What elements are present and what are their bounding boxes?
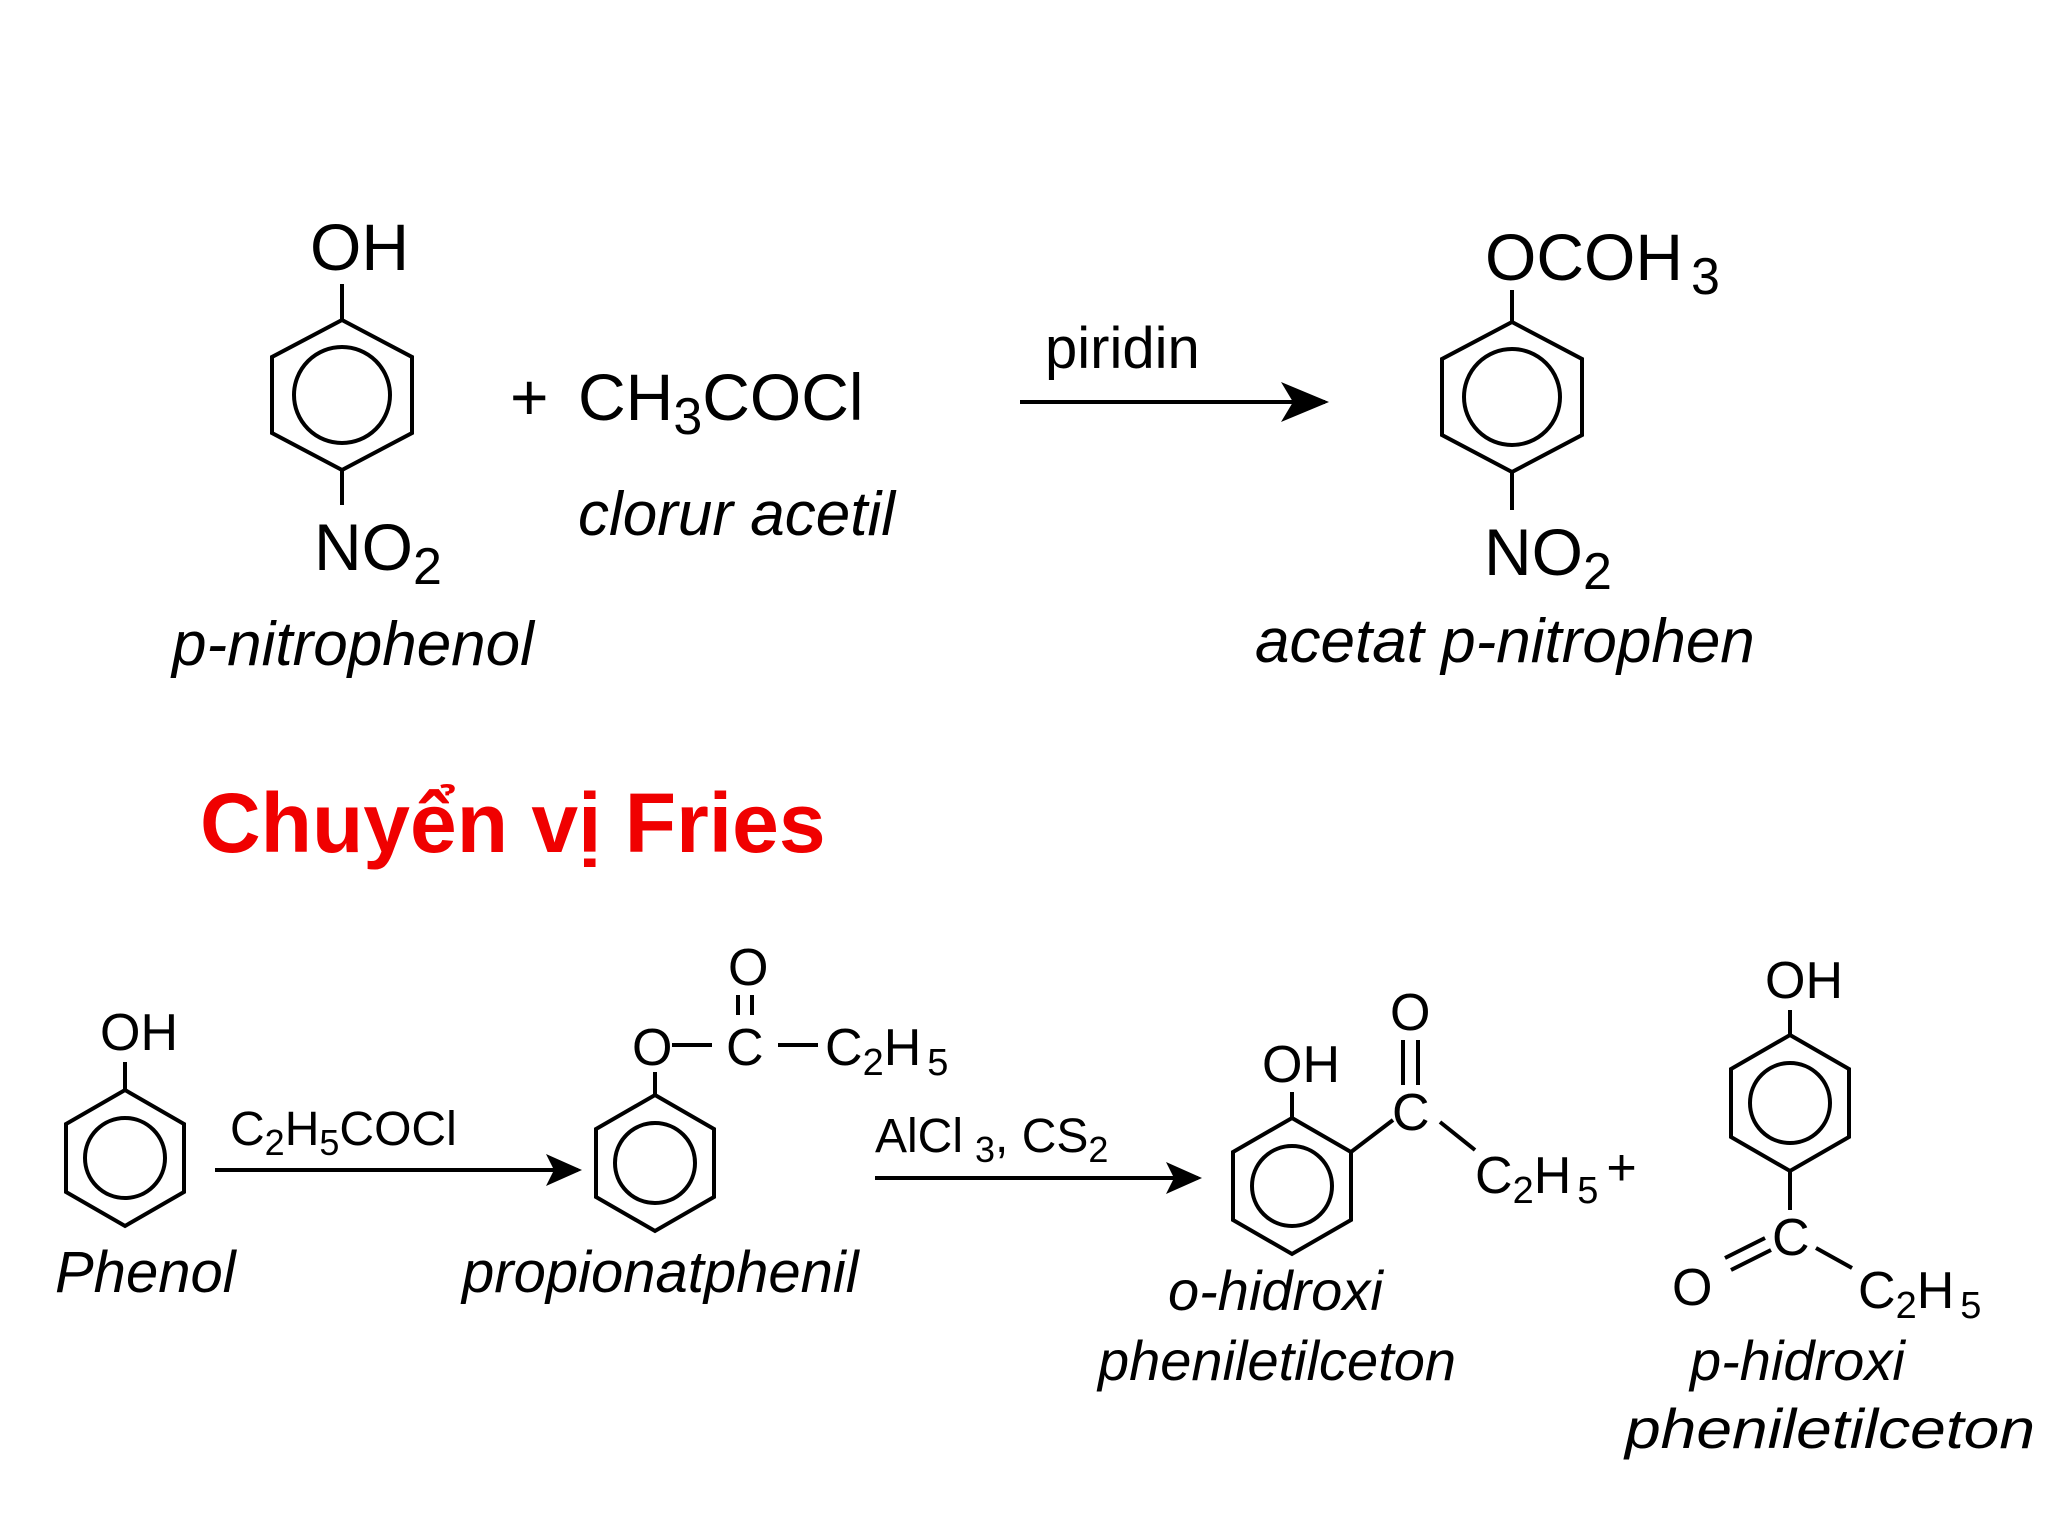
reagent1-h: H xyxy=(285,1103,320,1156)
para-aromatic-circle xyxy=(1748,1061,1832,1145)
reagent1-sub2: 5 xyxy=(319,1122,339,1163)
no2-sub: 2 xyxy=(413,538,442,596)
ococh3-sub: 3 xyxy=(1691,248,1720,306)
para-carbon: C xyxy=(1772,1209,1810,1267)
ortho-c-ethyl-bond xyxy=(1438,1120,1477,1152)
ester-label: propionatphenil xyxy=(460,1240,861,1305)
ortho-ring xyxy=(1231,1115,1353,1257)
aromatic-circle xyxy=(292,345,392,445)
para-ethyl-sub1: 2 xyxy=(1896,1285,1917,1327)
ester-aromatic-circle xyxy=(613,1121,697,1205)
ester-ethyl-sub1: 2 xyxy=(863,1042,884,1084)
formula-ch: CH xyxy=(578,360,673,434)
ester-ethyl-sub2: 5 xyxy=(927,1042,948,1084)
no2-group: NO2 xyxy=(314,510,442,596)
reagent1-c: C xyxy=(230,1103,265,1156)
para-c-ethyl-bond xyxy=(1815,1246,1853,1270)
acetyl-chloride-formula: CH3COCl xyxy=(578,360,864,446)
product-no2-group: NO2 xyxy=(1484,515,1612,601)
p-nitrophenol-structure: OH NO2 p-nitrophenol xyxy=(170,210,536,679)
section-title: Chuyển vị Fries xyxy=(200,776,826,870)
para-ethyl-sub2: 5 xyxy=(1960,1285,1981,1327)
para-label-line2: pheniletilceton xyxy=(1623,1397,2035,1460)
para-label-line1: p-hidroxi xyxy=(1688,1329,1906,1392)
product-no2-main: NO xyxy=(1484,515,1583,589)
para-double-bond-a xyxy=(1724,1236,1766,1260)
ortho-oh: OH xyxy=(1262,1036,1340,1094)
formula-cocl: COCl xyxy=(702,360,863,434)
ortho-aromatic-circle xyxy=(1250,1144,1334,1228)
p-nitrophenol-label: p-nitrophenol xyxy=(170,610,536,679)
ortho-ethyl-sub2: 5 xyxy=(1577,1170,1598,1212)
acetyl-chloride-label: clorur acetil xyxy=(578,480,897,549)
ortho-label-line2: pheniletilceton xyxy=(1096,1329,1456,1392)
ococh3-main: OCOH xyxy=(1485,220,1683,294)
ortho-ethyl-h: H xyxy=(1534,1147,1572,1205)
ester-o: O xyxy=(632,1019,672,1077)
ester-ethyl-c: C xyxy=(825,1019,863,1077)
para-double-bond-b xyxy=(1730,1248,1772,1272)
ortho-label-line1: o-hidroxi xyxy=(1168,1259,1384,1322)
product-label: acetat p-nitrophen xyxy=(1255,607,1755,676)
oh-group: OH xyxy=(310,210,409,284)
para-ethyl-c: C xyxy=(1858,1262,1896,1320)
ester-carbon: C xyxy=(726,1019,764,1077)
plus-sign: + xyxy=(510,360,549,434)
reagent1-sub1: 2 xyxy=(265,1122,285,1163)
ester-carbonyl-o: O xyxy=(728,939,768,997)
ortho-carbonyl-o: O xyxy=(1390,984,1430,1042)
ester-ethyl-h: H xyxy=(884,1019,922,1077)
reagent2-alcl: AlCl xyxy=(875,1110,963,1163)
formula-sub3: 3 xyxy=(673,388,702,446)
ester-ring xyxy=(594,1092,716,1234)
para-ethyl-h: H xyxy=(1917,1262,1955,1320)
phenol-ring xyxy=(64,1087,186,1229)
reagent2-sub1: 3 xyxy=(975,1129,995,1170)
no2-main: NO xyxy=(314,510,413,584)
condition-piridin: piridin xyxy=(1045,316,1200,381)
ortho-ring-c-bond xyxy=(1349,1118,1395,1154)
reagent-alcl3-cs2: AlCl 3, CS2 xyxy=(875,1110,1108,1170)
reagent-propionyl-chloride: C2H5COCl xyxy=(230,1103,457,1163)
reagent2-sub2: 2 xyxy=(1088,1129,1108,1170)
reagent2-cs: , CS xyxy=(995,1110,1088,1163)
ortho-plus: + xyxy=(1606,1139,1636,1197)
ortho-ethyl-c: C xyxy=(1475,1147,1513,1205)
ortho-carbon: C xyxy=(1392,1084,1430,1142)
phenol-label: Phenol xyxy=(55,1240,238,1305)
para-oh: OH xyxy=(1765,952,1843,1010)
phenol-oh: OH xyxy=(100,1004,178,1062)
product-no2-sub: 2 xyxy=(1583,543,1612,601)
reagent1-cocl: COCl xyxy=(339,1103,456,1156)
phenol-aromatic-circle xyxy=(83,1116,167,1200)
phenol-structure: OH Phenol xyxy=(55,1004,238,1305)
ortho-ethyl-sub1: 2 xyxy=(1513,1170,1534,1212)
product-aromatic-circle xyxy=(1462,347,1562,447)
para-carbonyl-o: O xyxy=(1672,1259,1712,1317)
